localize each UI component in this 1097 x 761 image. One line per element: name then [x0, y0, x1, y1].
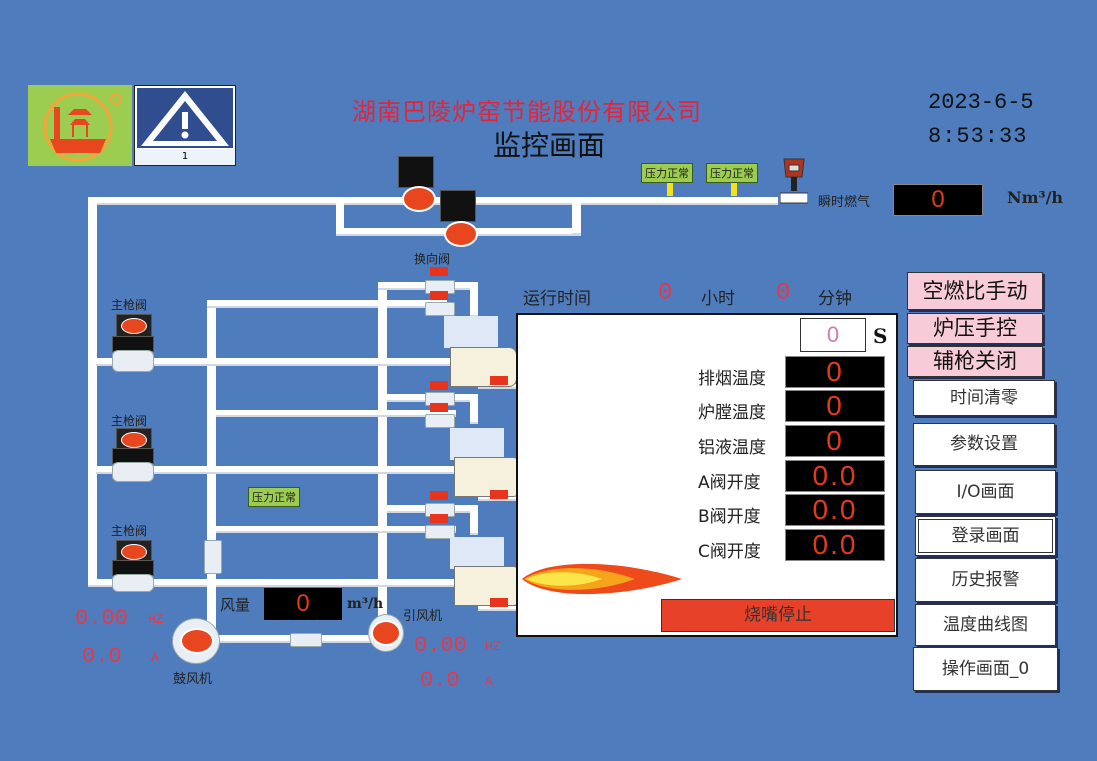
main-valve-label-1: 主枪阀 [111, 298, 148, 312]
reading-value: 0 [785, 425, 885, 457]
reading-value: 0 [785, 356, 885, 388]
warning-icon [137, 88, 233, 148]
pagoda-logo-icon [43, 92, 122, 162]
company-name: 湖南巴陵炉窑节能股份有限公司 [352, 98, 702, 126]
aux-gun-close-button[interactable]: 辅枪关闭 [907, 346, 1043, 377]
air-filter-icon [204, 540, 222, 574]
air-fuel-ratio-manual-button[interactable]: 空燃比手动 [907, 272, 1043, 310]
blower-frequency: 0.00 [75, 606, 128, 631]
operation-screen-button[interactable]: 操作画面_0 [913, 647, 1058, 691]
blower-current: 0.0 [82, 644, 122, 669]
reading-label: 炉膛温度 [698, 403, 766, 423]
main-valve-label-2: 主枪阀 [111, 414, 148, 428]
gas-flowmeter-icon [779, 157, 809, 207]
pressure-post-1 [667, 183, 673, 196]
air-volume-unit: m³/h [347, 596, 384, 612]
alarm-indicator[interactable]: 1 [134, 85, 236, 166]
alarm-count: 1 [135, 149, 235, 165]
reading-label: 排烟温度 [698, 369, 766, 389]
blower-label: 鼓风机 [173, 672, 213, 687]
gas-pressure-status-1: 压力正常 [641, 163, 693, 183]
reading-label: 铝液温度 [698, 438, 766, 458]
induced-fan-current: 0.0 [420, 668, 460, 693]
air-pressure-status: 压力正常 [248, 487, 300, 507]
blower-frequency-unit: HZ [148, 612, 164, 627]
runtime-minutes-unit: 分钟 [818, 289, 852, 309]
reset-time-button[interactable]: 时间清零 [913, 380, 1055, 416]
induced-fan-frequency: 0.00 [414, 633, 467, 658]
pressure-post-2 [731, 183, 737, 196]
induced-fan-label: 引风机 [403, 609, 443, 624]
gas-flow-unit: Nm³/h [1007, 188, 1064, 207]
current-time: 8:53:33 [928, 124, 1028, 149]
reading-value: 0.0 [785, 460, 885, 492]
runtime-minutes: 0 [776, 280, 791, 307]
seconds-counter: 0 [800, 318, 866, 352]
burner-status-indicator: 烧嘴停止 [661, 599, 895, 632]
reading-value: 0.0 [785, 494, 885, 526]
runtime-hours: 0 [658, 280, 673, 307]
seconds-unit: S [873, 324, 888, 348]
induced-fan-frequency-unit: HZ [485, 639, 501, 654]
temperature-curve-button[interactable]: 温度曲线图 [915, 604, 1056, 646]
air-volume-value: 0 [264, 588, 342, 620]
reversing-valve-label: 换向阀 [414, 252, 451, 266]
flame-icon [520, 558, 685, 600]
air-volume-label: 风量 [220, 596, 251, 614]
reading-label: C阀开度 [698, 542, 761, 562]
runtime-label: 运行时间 [523, 289, 591, 309]
page-title: 监控画面 [493, 129, 606, 162]
parameter-settings-button[interactable]: 参数设置 [913, 423, 1055, 466]
induced-fan-current-unit: A [485, 674, 493, 689]
reading-label: B阀开度 [698, 507, 761, 527]
gas-flow-label: 瞬时燃气 [818, 195, 871, 210]
io-screen-button[interactable]: I/O画面 [915, 470, 1056, 514]
reading-value: 0 [785, 390, 885, 422]
alarm-history-button[interactable]: 历史报警 [915, 558, 1056, 602]
current-date: 2023-6-5 [928, 90, 1034, 115]
gas-pressure-status-2: 压力正常 [706, 163, 758, 183]
runtime-hours-unit: 小时 [701, 289, 735, 309]
main-valve-label-3: 主枪阀 [111, 524, 148, 538]
air-duct-coupling [290, 633, 322, 647]
login-screen-button[interactable]: 登录画面 [915, 516, 1056, 556]
reading-value: 0.0 [785, 529, 885, 561]
furnace-pressure-manual-button[interactable]: 炉压手控 [907, 313, 1043, 344]
company-logo [28, 85, 132, 166]
gas-flow-value: 0 [893, 184, 983, 216]
blower-current-unit: A [151, 650, 159, 665]
reading-label: A阀开度 [698, 473, 761, 493]
